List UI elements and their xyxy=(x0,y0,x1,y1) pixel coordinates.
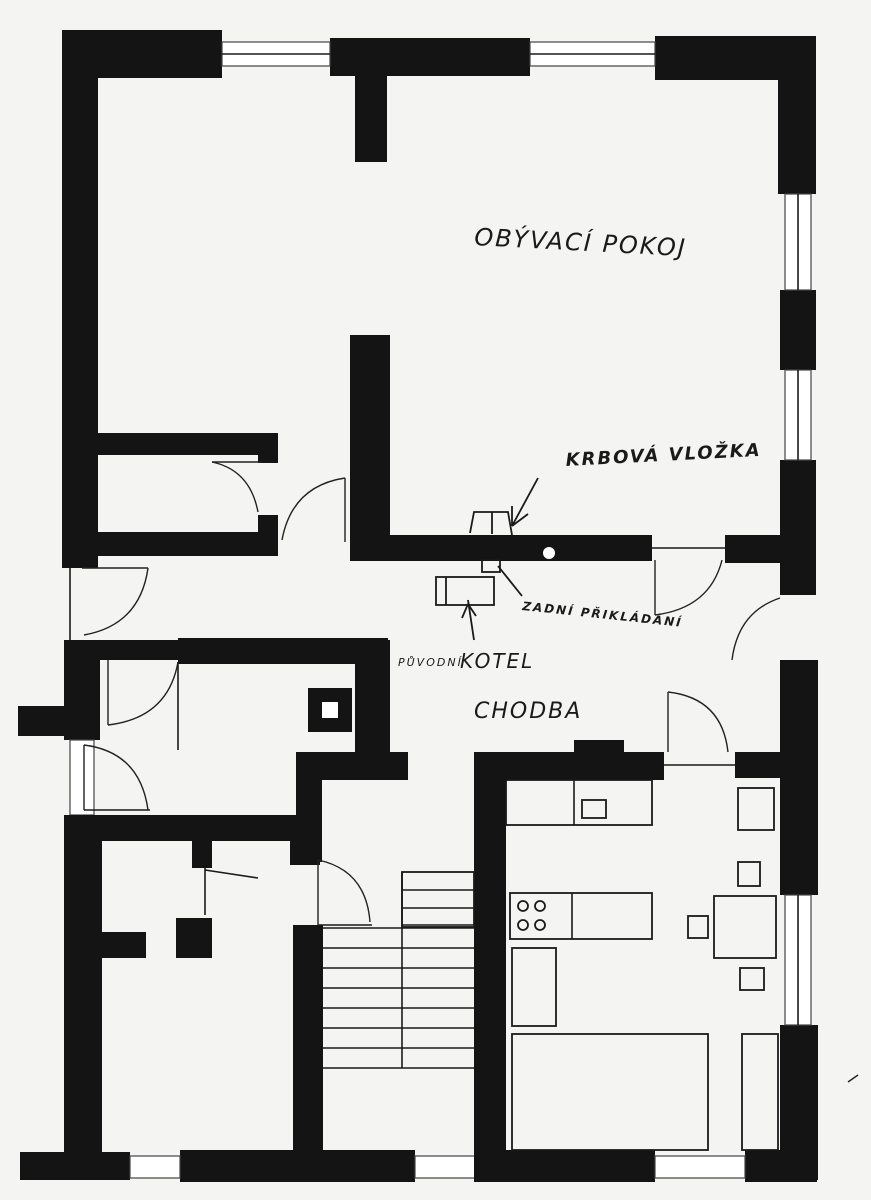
original-boiler-sketch xyxy=(435,576,495,606)
label-boiler: KOTEL xyxy=(460,649,534,673)
kitchen-cabinet xyxy=(511,947,557,1027)
rear-stoking-door xyxy=(481,559,501,573)
wall-boiler-right xyxy=(355,640,390,765)
wall-wc-bottom xyxy=(96,932,146,958)
wall-right-pier-1 xyxy=(780,290,816,370)
wall-closet-side xyxy=(258,433,278,463)
wall-right-stub xyxy=(725,535,785,563)
wall-kitchen-top-right xyxy=(735,752,817,778)
wall-pier-top xyxy=(355,70,387,162)
wall-bath-right xyxy=(290,815,320,865)
wall-kitchen-left xyxy=(474,752,506,1182)
stair-landing xyxy=(401,871,475,928)
dining-table xyxy=(713,895,777,959)
wall-bottom-right-2 xyxy=(745,1150,817,1182)
wall-boiler-top xyxy=(178,638,388,664)
window-left-lower xyxy=(69,739,95,816)
wall-stair-left xyxy=(293,925,323,1175)
boiler-arrow xyxy=(461,599,477,641)
hob-burner-3 xyxy=(517,919,529,931)
doors xyxy=(69,461,781,926)
label-living-room: OBÝVACÍ POKOJ xyxy=(474,222,688,262)
interior-walls xyxy=(64,335,817,1182)
kitchen-sink xyxy=(581,799,607,819)
wall-wc-pier xyxy=(192,840,212,868)
chair-bottom xyxy=(739,967,765,991)
label-fireplace-insert: KRBOVÁ VLOŽKA xyxy=(565,439,762,471)
wall-left-lower xyxy=(64,815,102,1180)
chair-left xyxy=(687,915,709,939)
wardrobe xyxy=(741,1033,779,1151)
wall-left-room-top xyxy=(64,640,178,660)
hob-burner-4 xyxy=(534,919,546,931)
wall-closet-bottom xyxy=(96,532,278,556)
wall-closet-post xyxy=(258,515,278,555)
chimney-flue xyxy=(543,547,555,559)
wall-kitchen-top-bump xyxy=(574,740,624,756)
wall-fireplace-pier xyxy=(350,335,390,557)
kitchen-counter-top xyxy=(505,779,653,826)
fireplace-insert-sketch xyxy=(469,511,513,536)
wall-right-upper xyxy=(778,36,816,194)
windows xyxy=(69,41,812,1179)
rear-stoking-arrow xyxy=(497,565,523,597)
kitchen-counter-mid xyxy=(509,892,653,940)
staircase xyxy=(323,871,475,1069)
wall-fireplace-row xyxy=(350,535,652,561)
label-original: PŮVODNÍ xyxy=(398,656,463,669)
fridge xyxy=(737,787,775,831)
boiler-chimney-flue xyxy=(322,702,338,718)
bed xyxy=(511,1033,709,1151)
labels: OBÝVACÍ POKOJ KRBOVÁ VLOŽKA ZADNÍ PŘIKLÁ… xyxy=(398,222,762,724)
wall-bath-top xyxy=(64,815,304,841)
wall-right-pier-2 xyxy=(780,460,816,595)
chair-top xyxy=(737,861,761,887)
fireplace-arrow xyxy=(511,477,539,527)
hob-burner-1 xyxy=(517,900,529,912)
exterior-walls xyxy=(18,30,818,1182)
label-rear-stoking: ZADNÍ PŘIKLÁDÁNÍ xyxy=(521,598,684,630)
window-bottom-3 xyxy=(654,1155,746,1179)
wall-wc-bottom-2 xyxy=(176,918,212,958)
wall-closet-top xyxy=(96,433,274,455)
kitchen-fixtures xyxy=(505,779,779,1151)
wall-kitchen-top xyxy=(474,752,664,780)
hob-burner-2 xyxy=(534,900,546,912)
window-bottom-1 xyxy=(129,1155,181,1179)
label-hallway: CHODBA xyxy=(474,699,582,724)
hand-sketches xyxy=(435,477,859,1083)
wall-left-stub xyxy=(18,706,68,736)
wall-top-middle xyxy=(330,38,530,76)
wall-left-upper xyxy=(62,30,98,568)
wall-bottom-left xyxy=(20,1152,130,1180)
window-bottom-2 xyxy=(414,1155,476,1179)
